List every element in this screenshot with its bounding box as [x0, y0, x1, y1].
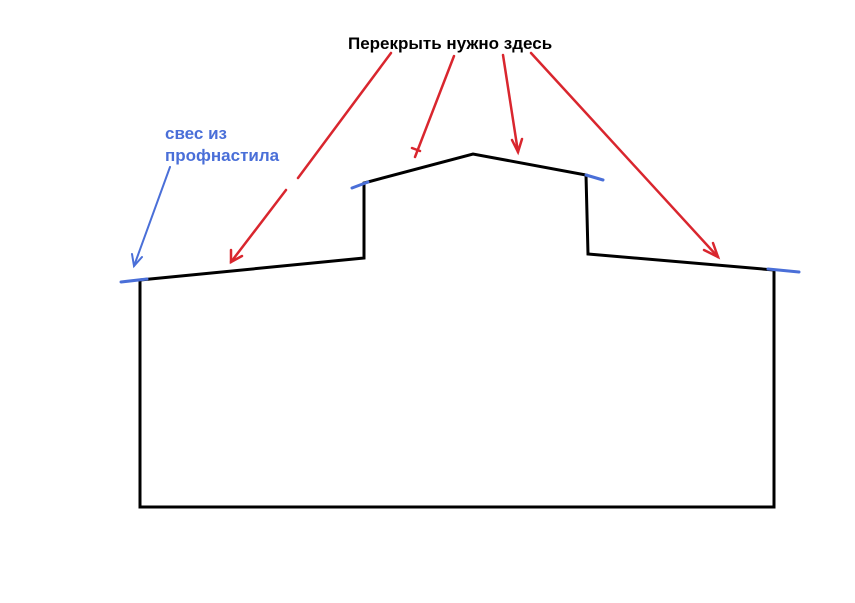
red-arrow-4-shaft	[529, 51, 720, 259]
overhang-mark-right	[766, 267, 801, 274]
cover-here-label: Перекрыть нужно здесь	[348, 34, 553, 53]
overhang-mark-upper-right	[584, 173, 605, 182]
red-arrow-3-head	[510, 137, 524, 156]
building-outline	[138, 152, 776, 509]
overhang-arrow-head	[131, 253, 143, 269]
overhang-arrow-shaft	[133, 166, 171, 267]
red-arrows	[229, 51, 721, 265]
red-arrow-1-shaft-a	[296, 51, 393, 180]
overhang-mark-upper-left	[350, 180, 370, 190]
overhang-label: свес из профнастила	[165, 123, 279, 167]
red-arrow-1-shaft-b	[229, 188, 288, 264]
building-profile-line	[138, 152, 776, 509]
red-arrow-3-shaft	[501, 53, 520, 154]
overhang-arrow	[131, 166, 171, 269]
red-arrow-2-tick	[410, 146, 422, 153]
red-arrow-1-head	[229, 248, 244, 265]
overhang-label-line1: свес из	[165, 124, 227, 143]
red-arrow-2-shaft	[413, 54, 456, 159]
overhang-marks	[119, 173, 801, 284]
overhang-label-line2: профнастила	[165, 146, 280, 165]
red-arrow-4-head	[702, 241, 721, 260]
overhang-mark-left	[119, 277, 149, 284]
